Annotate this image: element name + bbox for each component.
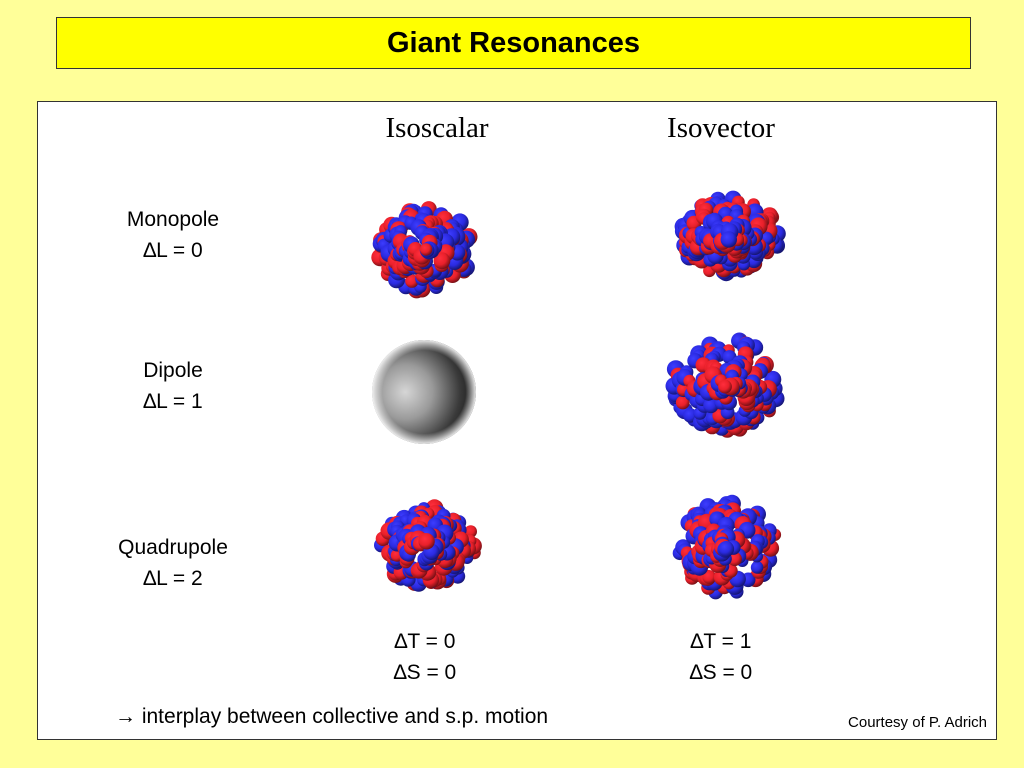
quantum-isovector: ∆T = 1 ∆S = 0 <box>641 626 801 688</box>
nucleus-quadrupole-isoscalar <box>374 499 482 592</box>
row-name: Quadrupole <box>118 536 228 559</box>
neutron-sphere <box>720 231 737 248</box>
quantum-isoscalar: ∆T = 0 ∆S = 0 <box>345 626 505 688</box>
nucleus-quadrupole-isovector <box>672 494 782 600</box>
delta-t-label: ∆T = 1 <box>690 630 752 653</box>
content-panel: Isoscalar Isovector Monopole ∆L = 0 Dipo… <box>37 101 997 740</box>
delta-t-label: ∆T = 0 <box>394 630 456 653</box>
row-label-quadrupole: Quadrupole ∆L = 2 <box>83 532 263 594</box>
proton-sphere <box>702 570 717 584</box>
row-name: Monopole <box>126 208 220 231</box>
proton-sphere <box>433 252 451 270</box>
row-label-monopole: Monopole ∆L = 0 <box>83 204 263 266</box>
title-bar: Giant Resonances <box>56 17 971 69</box>
row-label-dipole: Dipole ∆L = 1 <box>83 355 263 417</box>
row-quantum: ∆L = 0 <box>143 239 203 262</box>
proton-sphere <box>419 243 433 256</box>
column-header-isoscalar: Isoscalar <box>385 112 489 144</box>
row-quantum: ∆L = 2 <box>143 567 203 590</box>
footer-note: → interplay between collective and s.p. … <box>115 705 549 728</box>
delta-s-label: ∆S = 0 <box>393 661 457 684</box>
nucleus-monopole-isovector <box>674 190 786 282</box>
proton-sphere <box>418 533 435 550</box>
neutron-sphere <box>750 561 764 574</box>
row-name: Dipole <box>143 359 203 382</box>
proton-sphere <box>675 395 690 410</box>
proton-sphere <box>718 379 732 394</box>
proton-sphere <box>727 551 742 567</box>
courtesy-credit: Courtesy of P. Adrich <box>848 714 987 731</box>
neutron-sphere <box>718 541 735 557</box>
delta-s-label: ∆S = 0 <box>689 661 753 684</box>
column-header-isovector: Isovector <box>667 112 775 144</box>
proton-sphere <box>464 525 477 538</box>
slide-title: Giant Resonances <box>386 26 641 59</box>
nucleus-dipole-isovector <box>665 332 785 438</box>
nucleus-monopole-isoscalar <box>371 201 478 299</box>
row-quantum: ∆L = 1 <box>143 390 203 413</box>
nucleus-dipole-isoscalar-grey <box>372 340 476 444</box>
